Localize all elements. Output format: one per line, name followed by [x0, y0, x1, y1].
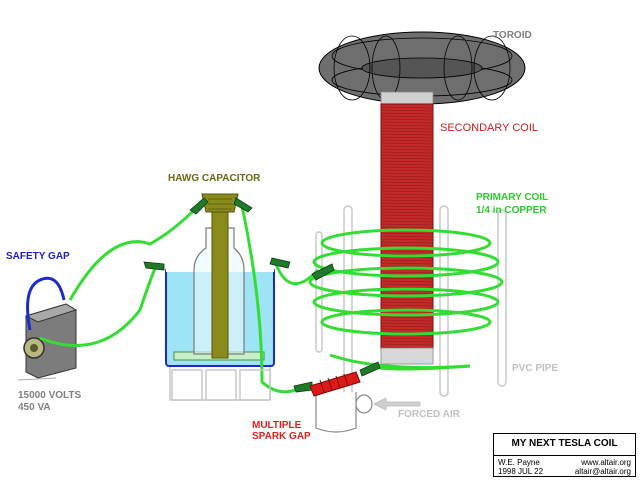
winding-turn [380, 271, 434, 274]
safety-gap-wire [26, 276, 66, 331]
winding-turn [380, 250, 434, 253]
primary-coil-sublabel: 1/4 in COPPER [476, 205, 547, 216]
winding-turn [380, 175, 434, 178]
winding-turn [380, 241, 434, 244]
winding-turn [380, 145, 434, 148]
spark-gap-label-line2: SPARK GAP [252, 431, 311, 442]
title-block-author: W.E. Payne [498, 458, 540, 467]
secondary-coil-label: SECONDARY COIL [440, 122, 539, 134]
title-block-date: 1998 JUL 22 [498, 467, 544, 476]
winding-turn [380, 226, 434, 229]
tank-stand [171, 369, 271, 401]
winding-turn [380, 316, 434, 319]
wiring [39, 204, 471, 394]
winding-turn [380, 112, 434, 115]
winding-turn [380, 106, 434, 109]
winding-turn [380, 163, 434, 166]
winding-turn [380, 166, 434, 169]
spark-gap-label-line1: MULTIPLE [252, 420, 302, 431]
title-block-title: MY NEXT TESLA COIL [511, 438, 618, 449]
winding-turn [380, 262, 434, 265]
winding-turn [380, 283, 434, 286]
winding-turn [380, 133, 434, 136]
winding-turn [380, 337, 434, 340]
winding-turn [380, 187, 434, 190]
winding-turn [380, 343, 434, 346]
wire-clips [143, 197, 381, 393]
winding-turn [380, 214, 434, 217]
winding-turn [380, 235, 434, 238]
winding-turn [380, 193, 434, 196]
title-block-website: www.altair.org [581, 458, 631, 467]
winding-turn [380, 127, 434, 130]
winding-turn [380, 196, 434, 199]
forced-air-arrow [373, 397, 421, 411]
winding-turn [380, 259, 434, 262]
winding-turn [380, 244, 434, 247]
winding-turn [380, 139, 434, 142]
winding-turn [380, 154, 434, 157]
winding-turn [380, 109, 434, 112]
winding-turn [380, 277, 434, 280]
title-block-email: altair@altair.org [574, 467, 631, 476]
winding-turn [380, 340, 434, 343]
transformer-va-label: 450 VA [18, 402, 51, 413]
winding-turn [380, 298, 434, 301]
winding-turn [380, 322, 434, 325]
capacitor-label: HAWG CAPACITOR [168, 173, 261, 184]
winding-turn [380, 220, 434, 223]
winding-turn [380, 190, 434, 193]
winding-turn [380, 169, 434, 172]
toroid-label: TOROID [493, 30, 532, 41]
winding-turn [380, 211, 434, 214]
winding-turn [380, 181, 434, 184]
winding-turn [380, 205, 434, 208]
primary-coil-label: PRIMARY COIL [476, 192, 549, 203]
winding-turn [380, 130, 434, 133]
winding-turn [380, 328, 434, 331]
secondary-coil [380, 103, 434, 365]
winding-turn [380, 115, 434, 118]
toroid [318, 31, 526, 105]
winding-turn [380, 121, 434, 124]
winding-turn [380, 151, 434, 154]
transformer-volts-label: 15000 VOLTS [18, 390, 82, 401]
winding-turn [380, 202, 434, 205]
winding-turn [380, 136, 434, 139]
winding-turn [380, 199, 434, 202]
winding-turn [380, 238, 434, 241]
winding-turn [380, 292, 434, 295]
winding-turn [380, 148, 434, 151]
winding-turn [380, 223, 434, 226]
winding-turn [380, 172, 434, 175]
winding-turn [380, 280, 434, 283]
pvc-pipe-label: PVC PIPE [512, 363, 559, 374]
winding-turn [380, 319, 434, 322]
winding-turn [380, 325, 434, 328]
winding-turn [380, 208, 434, 211]
title-block: MY NEXT TESLA COIL W.E. Payne www.altair… [493, 433, 636, 477]
safety-gap-label: SAFETY GAP [6, 251, 70, 262]
title-block-divider [494, 455, 635, 456]
winding-turn [380, 142, 434, 145]
winding-turn [380, 157, 434, 160]
winding-turn [380, 304, 434, 307]
multiple-spark-gap [309, 371, 373, 433]
winding-turn [380, 301, 434, 304]
forced-air-label: FORCED AIR [398, 409, 460, 420]
winding-turn [380, 184, 434, 187]
winding-turn [380, 232, 434, 235]
winding-turn [380, 124, 434, 127]
winding-turn [380, 178, 434, 181]
winding-turn [380, 160, 434, 163]
winding-turn [380, 217, 434, 220]
winding-turn [380, 118, 434, 121]
